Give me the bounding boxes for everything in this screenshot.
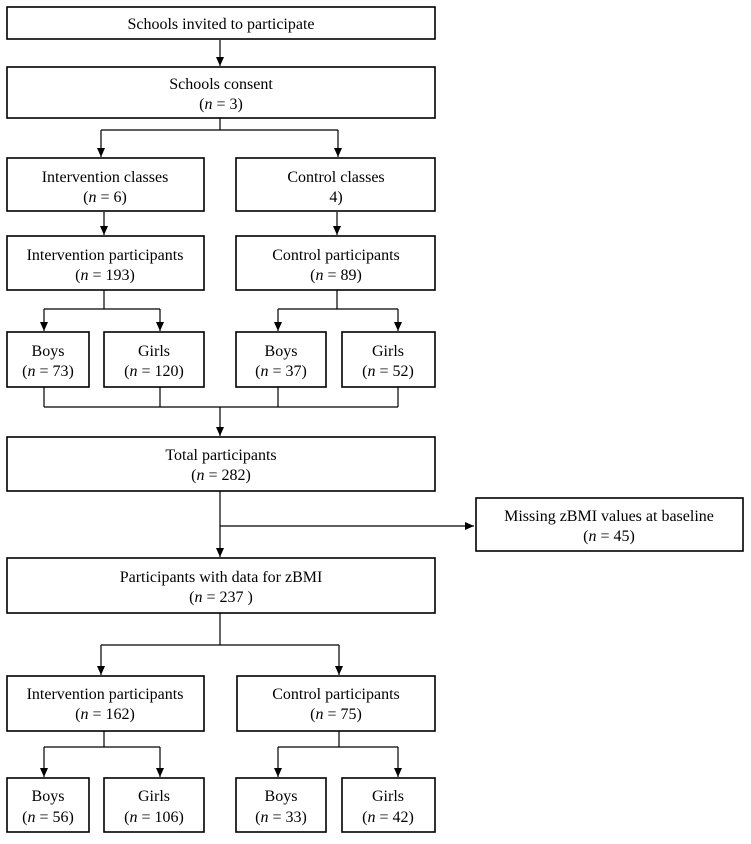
box-intervention-girls-2-label: Girls: [138, 788, 170, 805]
box-control-girls: Girls (n = 52): [341, 331, 436, 388]
box-control-boys-2-count: (n = 33): [255, 809, 307, 826]
box-zbmi-participants-label: Participants with data for zBMI: [120, 569, 323, 586]
box-control-classes-label: Control classes: [287, 169, 384, 186]
box-intervention-boys: Boys (n = 73): [6, 331, 90, 388]
split-ctl-part: [278, 290, 398, 310]
box-intervention-participants-2-label: Intervention participants: [27, 686, 184, 703]
box-schools-invited-label: Schools invited to participate: [127, 16, 314, 33]
split-zbmi: [101, 613, 339, 646]
box-intervention-boys-2: Boys (n = 56): [6, 777, 90, 833]
box-control-participants-2-count: (n = 75): [310, 706, 362, 723]
box-intervention-classes-label: Intervention classes: [42, 169, 169, 186]
box-intervention-girls-2: Girls (n = 106): [103, 777, 205, 833]
box-intervention-participants: Intervention participants (n = 193): [6, 235, 205, 291]
box-control-participants-2: Control participants (n = 75): [236, 675, 436, 732]
box-intervention-classes-count: (n = 6): [83, 189, 127, 206]
box-control-boys-2: Boys (n = 33): [235, 777, 327, 833]
box-zbmi-participants: Participants with data for zBMI (n = 237…: [6, 557, 436, 614]
box-missing-zbmi-label: Missing zBMI values at baseline: [504, 508, 714, 525]
box-control-participants: Control participants (n = 89): [235, 235, 436, 291]
box-control-boys-label: Boys: [265, 343, 298, 360]
box-schools-consent: Schools consent (n = 3): [6, 66, 436, 119]
box-zbmi-participants-count: (n = 237 ): [189, 589, 253, 606]
box-total-participants: Total participants (n = 282): [6, 436, 436, 492]
box-control-girls-label: Girls: [372, 343, 404, 360]
box-control-girls-2-count: (n = 42): [362, 809, 414, 826]
box-intervention-participants-label: Intervention participants: [27, 247, 184, 264]
box-intervention-boys-2-count: (n = 56): [22, 809, 74, 826]
box-control-classes: Control classes 4): [235, 157, 436, 212]
box-intervention-boys-count: (n = 73): [22, 363, 74, 380]
box-intervention-girls-label: Girls: [138, 343, 170, 360]
box-control-girls-2: Girls (n = 42): [341, 777, 436, 833]
box-control-participants-count: (n = 89): [310, 267, 362, 284]
box-intervention-participants-count: (n = 193): [75, 267, 135, 284]
box-control-girls-count: (n = 52): [362, 363, 414, 380]
box-intervention-boys-label: Boys: [32, 343, 65, 360]
box-missing-zbmi: Missing zBMI values at baseline (n = 45): [475, 497, 744, 552]
merge-subgroups: [43, 387, 399, 408]
split-ctl-part2: [278, 731, 398, 748]
box-total-participants-label: Total participants: [165, 447, 276, 464]
box-control-participants-label: Control participants: [272, 247, 400, 264]
box-missing-zbmi-count: (n = 45): [583, 528, 635, 545]
box-schools-consent-label: Schools consent: [169, 76, 273, 93]
box-schools-consent-count: (n = 3): [199, 96, 243, 113]
connectors: [40, 40, 474, 777]
box-intervention-boys-2-label: Boys: [32, 788, 65, 805]
box-intervention-participants-2-count: (n = 162): [75, 706, 135, 723]
box-intervention-participants-2: Intervention participants (n = 162): [6, 675, 205, 732]
box-intervention-classes: Intervention classes (n = 6): [6, 157, 205, 212]
split-int-part2: [44, 731, 160, 748]
box-control-boys-2-label: Boys: [265, 788, 298, 805]
box-intervention-girls-count: (n = 120): [124, 363, 184, 380]
box-control-boys-count: (n = 37): [255, 363, 307, 380]
split-consent: [101, 118, 338, 131]
box-schools-invited: Schools invited to participate: [6, 6, 436, 40]
box-intervention-girls-2-count: (n = 106): [124, 809, 184, 826]
box-control-girls-2-label: Girls: [372, 788, 404, 805]
box-control-participants-2-label: Control participants: [272, 686, 400, 703]
split-int-part: [44, 290, 160, 310]
box-control-classes-count: 4): [329, 189, 342, 206]
box-intervention-girls: Girls (n = 120): [103, 331, 205, 388]
box-control-boys: Boys (n = 37): [235, 331, 327, 388]
box-total-participants-count: (n = 282): [191, 467, 251, 484]
